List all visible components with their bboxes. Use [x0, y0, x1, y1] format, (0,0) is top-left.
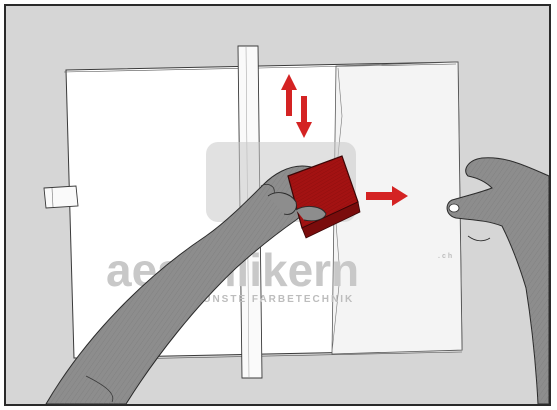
watermark-suffix: .ch [438, 253, 454, 260]
sanding-illustration: aeschlikern .ch KUNSTE FARBETECHNIK [6, 6, 549, 404]
watermark-tagline: KUNSTE FARBETECHNIK [194, 294, 354, 305]
illustration-frame: aeschlikern .ch KUNSTE FARBETECHNIK [4, 4, 551, 406]
tape-left [44, 186, 78, 208]
